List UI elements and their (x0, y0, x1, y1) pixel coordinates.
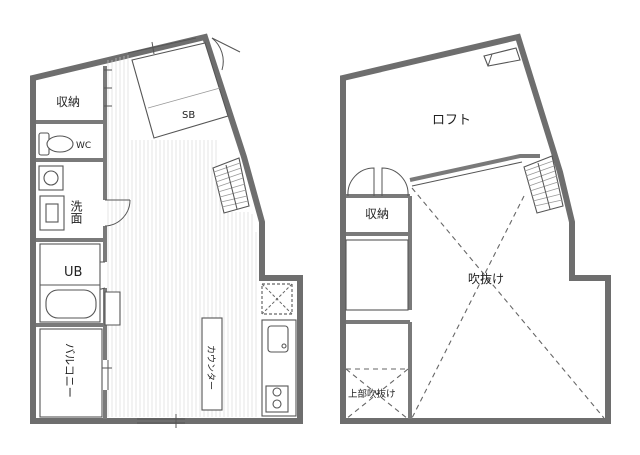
first-floor-plan: SB (30, 33, 303, 428)
bottom-window (137, 414, 185, 428)
atrium-cross (411, 187, 605, 419)
entrance-door (211, 37, 241, 71)
washbasin (38, 165, 64, 191)
shoe-box-label: SB (182, 110, 195, 121)
top-window (127, 37, 197, 55)
upper-atrium-label: 上部吹抜け (348, 388, 396, 400)
loft-hatch (483, 47, 521, 67)
storage-label: 収納 (56, 95, 80, 109)
loft-outer-wall (340, 33, 611, 424)
loft-storage (345, 167, 412, 311)
loft-floor-plan: ロフト 収納 吹抜け 上部吹抜け (340, 33, 611, 424)
loft-storage-label: 収納 (365, 207, 389, 221)
storage-rail (104, 69, 112, 107)
counter-label: カウンター (205, 345, 216, 390)
atrium-label: 吹抜け (468, 272, 504, 286)
floor-boards (107, 55, 257, 417)
loft-edge (409, 154, 540, 182)
loft-stairs (523, 155, 564, 214)
stairs (212, 157, 250, 214)
shoe-box (131, 42, 229, 139)
balcony-label: バルコニー (63, 343, 76, 398)
counter (201, 317, 223, 411)
loft-label: ロフト (432, 113, 471, 128)
panel (104, 291, 121, 326)
washroom-label: 洗面 (69, 200, 83, 224)
bath-label: UB (64, 265, 82, 280)
upper-atrium-box (345, 320, 412, 420)
washroom-door (104, 199, 131, 227)
toilet (38, 132, 74, 156)
first-floor-outer-wall (30, 33, 303, 424)
balcony (39, 328, 103, 418)
refrigerator-space (261, 283, 293, 315)
wc-label: WC (76, 141, 91, 151)
kitchen (261, 319, 297, 417)
unit-bath (39, 243, 101, 323)
